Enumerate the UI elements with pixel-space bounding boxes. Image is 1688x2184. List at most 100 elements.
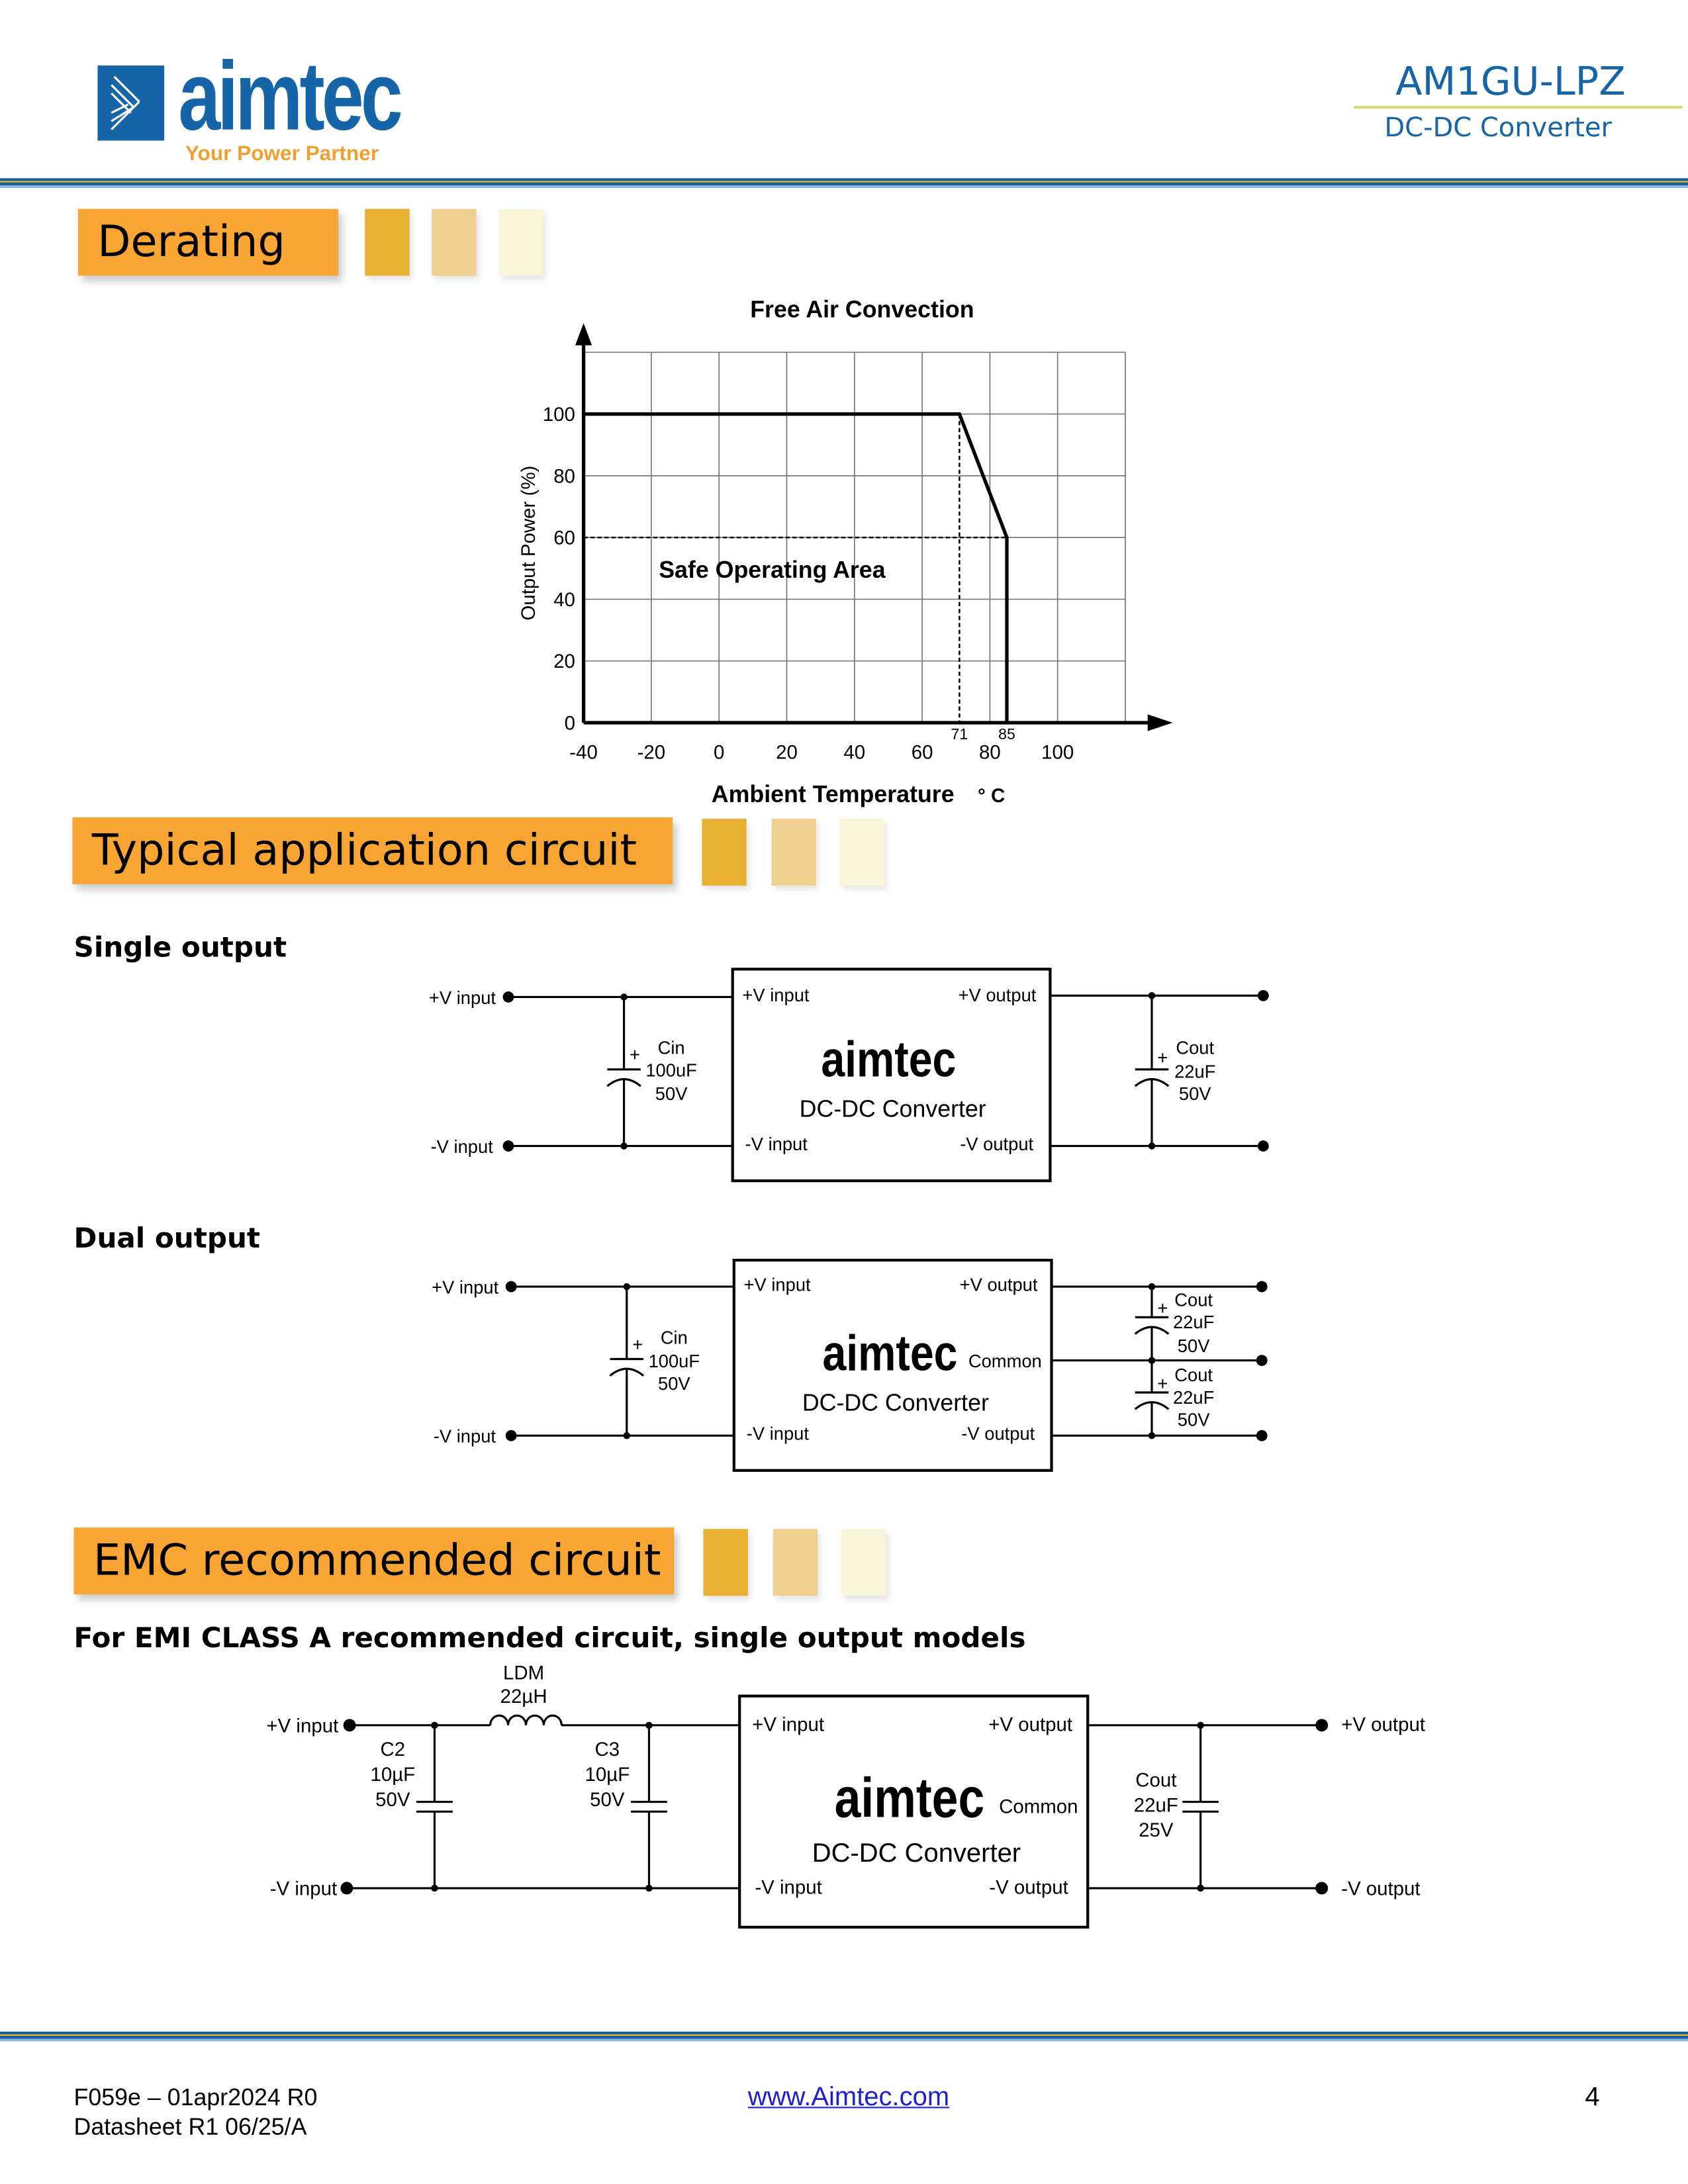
x-tick-label: -40 <box>569 742 598 764</box>
emc-heading: For EMI CLASS A recommended circuit, sin… <box>73 1621 1026 1655</box>
y-tick-label: 40 <box>553 589 575 611</box>
y-axis-arrow-icon <box>575 323 592 345</box>
y-axis-label: Output Power (%) <box>518 466 539 621</box>
decor-square <box>365 208 410 276</box>
box-common: Common <box>999 1796 1078 1817</box>
cout-name: Cout <box>1135 1769 1176 1791</box>
title-underline <box>1354 105 1683 109</box>
footer-website-link[interactable]: www.Aimtec.com <box>747 2083 950 2113</box>
dual-output-heading: Dual output <box>73 1221 261 1255</box>
x-tick-label: 0 <box>714 742 724 764</box>
y-tick-label: 0 <box>565 712 575 734</box>
box-vin-neg: -V input <box>755 1876 821 1898</box>
box-vin-neg: -V input <box>745 1134 808 1154</box>
decor-square <box>839 819 885 886</box>
single-output-heading: Single output <box>73 930 287 964</box>
safe-area-annotation: Safe Operating Area <box>659 557 886 583</box>
vin-pos-label: +V input <box>266 1715 338 1737</box>
box-vin-pos: +V input <box>752 1713 824 1735</box>
ldm-value: 22µH <box>500 1686 547 1707</box>
cout1-voltage: 50V <box>1178 1336 1210 1356</box>
cout2-value: 22uF <box>1173 1387 1214 1408</box>
cap-plus: + <box>632 1334 643 1355</box>
vout-pos-label: +V output <box>1341 1713 1425 1735</box>
box-vout-pos: +V output <box>960 1274 1038 1295</box>
cout-voltage: 25V <box>1139 1819 1174 1841</box>
box-vin-pos: +V input <box>742 985 810 1005</box>
cout1-value: 22uF <box>1173 1312 1214 1332</box>
box-vout-neg: -V output <box>989 1876 1068 1898</box>
vin-pos-label: +V input <box>429 987 496 1008</box>
box-common: Common <box>968 1351 1042 1371</box>
c3-voltage: 50V <box>590 1789 625 1811</box>
box-vout-pos: +V output <box>988 1713 1072 1735</box>
logo-wordmark: aimtec <box>178 42 402 151</box>
y-tick-label: 100 <box>543 404 575 426</box>
x-tick-label: 60 <box>912 742 933 764</box>
c2-value: 10µF <box>370 1764 415 1786</box>
c2-voltage: 50V <box>375 1789 410 1811</box>
footer-datasheet-rev: Datasheet R1 06/25/A <box>73 2113 307 2140</box>
decor-square <box>702 819 747 886</box>
box-vin-neg: -V input <box>747 1424 810 1444</box>
box-brand-logo: aimtec <box>822 1324 957 1381</box>
box-vin-pos: +V input <box>744 1274 812 1295</box>
y-tick-label: 20 <box>553 651 575 672</box>
cap-plus: + <box>1157 1298 1168 1318</box>
marker-label: 85 <box>998 725 1015 743</box>
vin-pos-label: +V input <box>432 1277 499 1298</box>
x-tick-label: 40 <box>843 742 865 764</box>
cap-plus: + <box>1157 1373 1168 1394</box>
model-number: AM1GU-LPZ <box>1395 58 1626 105</box>
document-subtitle: DC-DC Converter <box>1384 113 1613 144</box>
box-vout-neg: -V output <box>960 1134 1033 1154</box>
aimtec-logo: aimtec Your Power Partner <box>97 42 445 170</box>
cout-value: 22uF <box>1174 1061 1215 1081</box>
box-label: DC-DC Converter <box>800 1095 986 1122</box>
vin-neg-label: -V input <box>431 1136 494 1157</box>
decor-square <box>432 208 477 276</box>
box-label: DC-DC Converter <box>802 1389 989 1416</box>
cap-plus: + <box>630 1044 640 1065</box>
x-tick-label: 20 <box>776 742 798 764</box>
box-label: DC-DC Converter <box>812 1839 1021 1868</box>
decor-square <box>771 819 816 886</box>
cout2-name: Cout <box>1174 1365 1213 1385</box>
header-rule <box>0 178 1688 189</box>
decor-square <box>498 208 543 276</box>
section-typical-application: Typical application circuit <box>72 817 673 885</box>
cout-value: 22uF <box>1134 1794 1178 1816</box>
x-tick-label: -20 <box>637 742 666 764</box>
c3-name: C3 <box>595 1739 620 1760</box>
box-vout-neg: -V output <box>961 1424 1035 1444</box>
cap-plus: + <box>1157 1047 1168 1068</box>
x-tick-label: 100 <box>1041 742 1074 764</box>
cout-voltage: 50V <box>1179 1083 1211 1104</box>
x-axis-label: Ambient Temperature <box>712 781 955 807</box>
cin-voltage: 50V <box>655 1083 688 1104</box>
cin-value: 100uF <box>649 1351 700 1371</box>
footer-rule <box>0 2031 1688 2042</box>
logo-mark-icon <box>97 65 165 141</box>
cout-name: Cout <box>1176 1038 1214 1058</box>
decor-square <box>773 1529 818 1596</box>
box-vout-pos: +V output <box>959 985 1037 1005</box>
cout2-voltage: 50V <box>1178 1409 1210 1430</box>
cin-value: 100uF <box>645 1060 697 1080</box>
x-axis-arrow-icon <box>1147 714 1173 731</box>
cin-voltage: 50V <box>658 1373 690 1394</box>
vin-neg-label: -V input <box>270 1878 337 1900</box>
vin-neg-label: -V input <box>434 1426 496 1447</box>
section-derating: Derating <box>77 208 339 276</box>
y-tick-label: 80 <box>553 465 575 487</box>
c2-name: C2 <box>381 1739 406 1760</box>
derating-curve <box>583 412 1009 723</box>
logo-tagline: Your Power Partner <box>185 142 379 166</box>
decor-square <box>841 1529 886 1596</box>
c3-value: 10µF <box>585 1764 630 1786</box>
footer-form-code: F059e – 01apr2024 R0 <box>73 2084 318 2111</box>
